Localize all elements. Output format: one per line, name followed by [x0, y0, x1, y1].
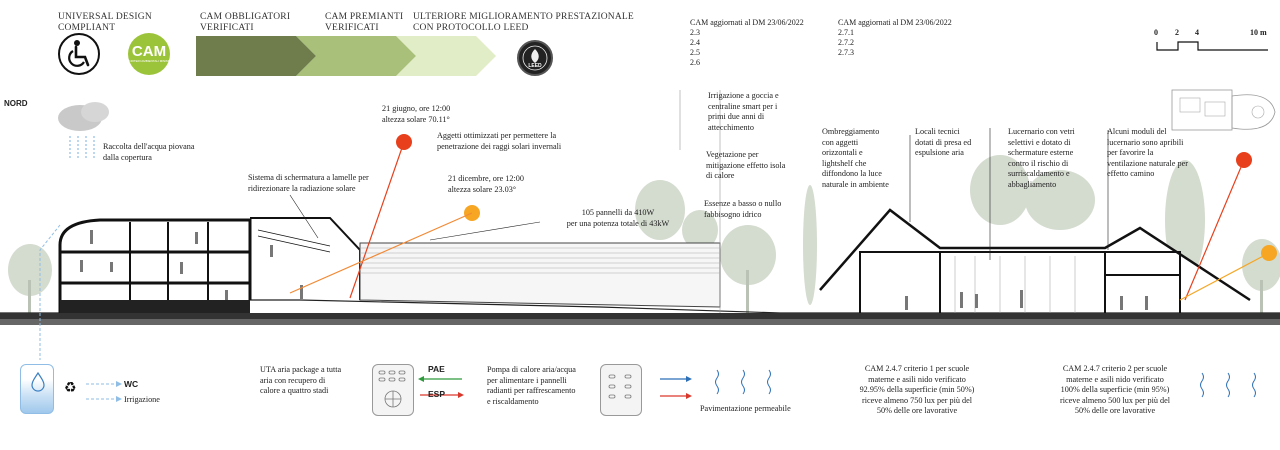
- vegetation-note: Vegetazione per mitigazione effetto isol…: [706, 150, 786, 180]
- modules-note: Alcuni moduli del lucernario sono apribi…: [1107, 127, 1188, 178]
- cam-criterion-1: CAM 2.4.7 criterio 1 per scuole materne …: [859, 364, 975, 415]
- overhangs-note: Aggetti ottimizzati per permettere la pe…: [437, 131, 562, 151]
- leed-label: ULTERIORE MIGLIORAMENTO PRESTAZIONALE CO…: [413, 12, 634, 33]
- cam-item: 2.7.2: [838, 38, 854, 47]
- cam-obbligatori-label: CAM OBBLIGATORI VERIFICATI: [200, 12, 291, 33]
- recycle-icon: ♻: [64, 380, 77, 396]
- ray-right-2: [1179, 252, 1270, 301]
- june-sun-note: 21 giugno, ore 12:00 altezza solare 70.1…: [382, 104, 451, 124]
- water-tank-icon: [20, 364, 54, 414]
- leed-logo-text: LEED: [528, 63, 542, 69]
- cam-logo-text: CAM: [131, 43, 167, 60]
- cam-item: 2.7.3: [838, 48, 854, 57]
- cam-logo-subtext: CRITERI AMBIENTALI MINIMI: [128, 59, 170, 63]
- wc-label: WC: [124, 379, 139, 389]
- louvers-note: Sistema di schermatura a lamelle per rid…: [248, 173, 369, 193]
- pae-esp-arrows: [418, 376, 464, 398]
- leader-lines: [289, 128, 1109, 260]
- rainwater-pipe: [39, 224, 61, 360]
- key-plan: [1171, 89, 1276, 131]
- ray-right: [1184, 159, 1245, 301]
- cam-item: 2.6: [690, 58, 700, 67]
- ray-june: [349, 141, 405, 299]
- scale-tick-4: 4: [1195, 28, 1199, 37]
- people-right: [905, 290, 1148, 310]
- pv-panels-note: 105 pannelli da 410W per una potenza tot…: [566, 208, 670, 228]
- pae-label: PAE: [428, 364, 445, 374]
- water-arrows: [86, 381, 122, 402]
- rain-cloud-icon: [58, 102, 109, 160]
- cam-updates-col2: CAM aggiornati al DM 23/06/2022 2.7.1 2.…: [838, 18, 952, 58]
- daylight-icon: [1200, 372, 1256, 398]
- cam-premianti-label: CAM PREMIANTI VERIFICATI: [325, 12, 404, 33]
- scale-bar: 0 2 4 10 m: [1150, 28, 1275, 68]
- north-label: NORD: [4, 99, 28, 108]
- scale-tick-2: 2: [1175, 28, 1179, 37]
- december-sun-note: 21 dicembre, ore 12:00 altezza solare 23…: [448, 174, 524, 194]
- essences-note: Essenze a basso o nullo fabbisogno idric…: [704, 199, 782, 219]
- scale-tick-10: 10 m: [1250, 28, 1267, 37]
- school-building-left: [58, 217, 361, 313]
- shading-note: Ombreggiamento con aggetti orizzontali e…: [822, 127, 889, 189]
- irrigation-note: Irrigazione a goccia e centraline smart …: [708, 91, 779, 132]
- progress-arrows: [196, 36, 496, 76]
- cam-updates-col1: CAM aggiornati al DM 23/06/2022 2.3 2.4 …: [690, 18, 804, 68]
- heating-cooling-arrows: [660, 376, 692, 399]
- scale-tick-0: 0: [1154, 28, 1158, 37]
- cam-item: 2.5: [690, 48, 700, 57]
- people-left: [80, 230, 303, 300]
- esp-label: ESP: [428, 389, 446, 399]
- permeable-paving-icon: [715, 369, 771, 395]
- cam-updates-col2-title: CAM aggiornati al DM 23/06/2022: [838, 18, 952, 27]
- pv-shed: [359, 90, 721, 313]
- uta-note: UTA aria package a tutta aria con recupe…: [260, 365, 342, 395]
- heat-pump-note: Pompa di calore aria/acqua per alimentar…: [487, 365, 576, 406]
- school-building-right: [819, 208, 1251, 313]
- skylight-note: Lucernario con vetri selettivi e dotato …: [1008, 127, 1075, 189]
- arrow-bar-mid: [296, 36, 416, 76]
- cam-item: 2.3: [690, 28, 700, 37]
- universal-design-label: UNIVERSAL DESIGN COMPLIANT: [58, 12, 152, 33]
- cam-item: 2.7.1: [838, 28, 854, 37]
- cam-item: 2.4: [690, 38, 700, 47]
- wheelchair-icon: [58, 33, 100, 75]
- permeable-paving-label: Pavimentazione permeabile: [700, 404, 791, 413]
- cam-criterion-2: CAM 2.4.7 criterio 2 per scuole materne …: [1059, 364, 1171, 415]
- rain-note: Raccolta dell'acqua piovana dalla copert…: [103, 142, 195, 162]
- heat-pump-icon: [600, 364, 642, 416]
- arrow-bar-light: [396, 36, 496, 76]
- ray-december: [289, 212, 473, 294]
- cam-logo-icon: CAM CRITERI AMBIENTALI MINIMI: [128, 33, 170, 75]
- irrigazione-label: Irrigazione: [124, 395, 160, 404]
- cam-updates-col1-title: CAM aggiornati al DM 23/06/2022: [690, 18, 804, 27]
- leed-logo-icon: LEED: [517, 40, 553, 76]
- arrow-bar-dark: [196, 36, 316, 76]
- uta-unit-icon: [372, 364, 414, 416]
- technical-rooms-note: Locali tecnici dotati di presa ed espuls…: [915, 127, 972, 157]
